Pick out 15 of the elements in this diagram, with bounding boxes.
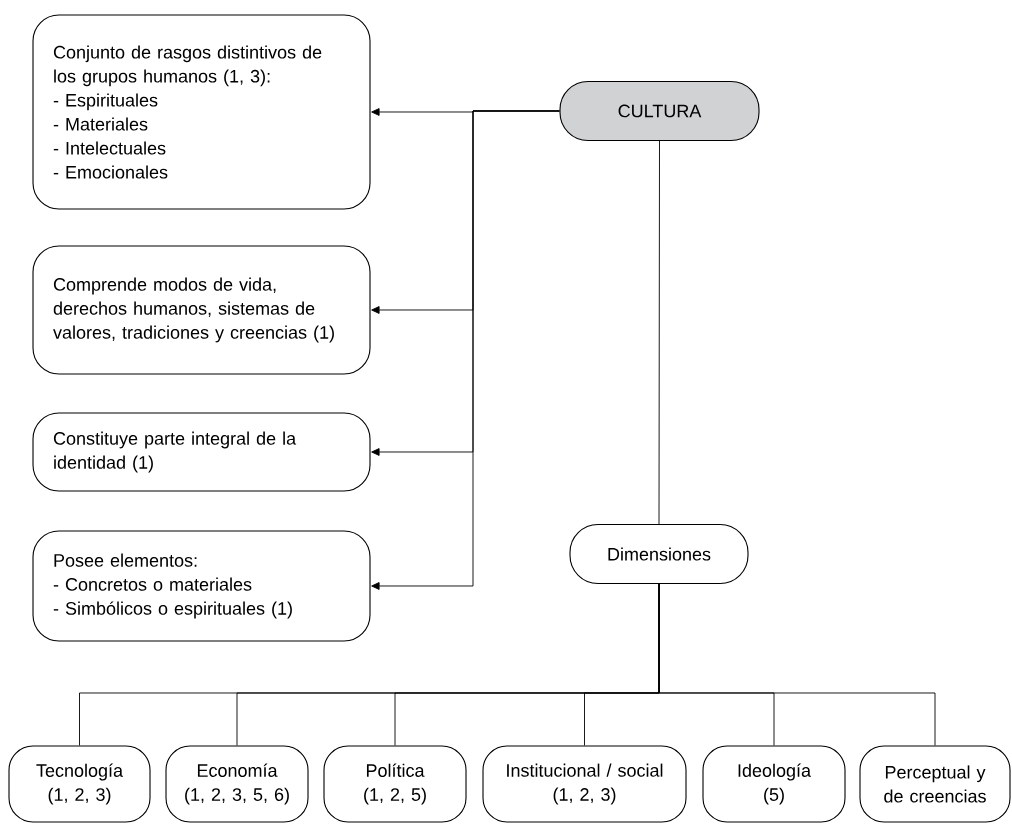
dimension-box: Política (1, 2, 5) bbox=[323, 745, 467, 823]
dimension-box: Ideología (5) bbox=[702, 745, 846, 823]
dimension-box: Tecnología (1, 2, 3) bbox=[8, 745, 151, 823]
title-box: CULTURA bbox=[559, 80, 760, 142]
text-box: Comprende modos de vida, derechos humanos, sistemas de valores, tradiciones y creencias (1) bbox=[32, 245, 371, 375]
text-box: Conjunto de rasgos distintivos de los grupos humanos (1, 3): - Espirituales - Materiales - Intelectuales - Emocionales bbox=[32, 14, 371, 210]
connector-line bbox=[658, 140, 660, 525]
text-box: Constituye parte integral de la identidad (1) bbox=[32, 412, 371, 492]
connector-line bbox=[658, 583, 936, 746]
dimension-box: Institucional / social (1, 2, 3) bbox=[482, 745, 687, 823]
arrow bbox=[371, 110, 560, 590]
text-box: Posee elementos: - Concretos o materiales - Simbólicos o espirituales (1) bbox=[32, 530, 371, 642]
category-box: Dimensiones bbox=[569, 523, 749, 585]
dimension-box: Perceptual y de creencias bbox=[859, 745, 1011, 823]
dimension-box: Economía (1, 2, 3, 5, 6) bbox=[165, 745, 309, 823]
